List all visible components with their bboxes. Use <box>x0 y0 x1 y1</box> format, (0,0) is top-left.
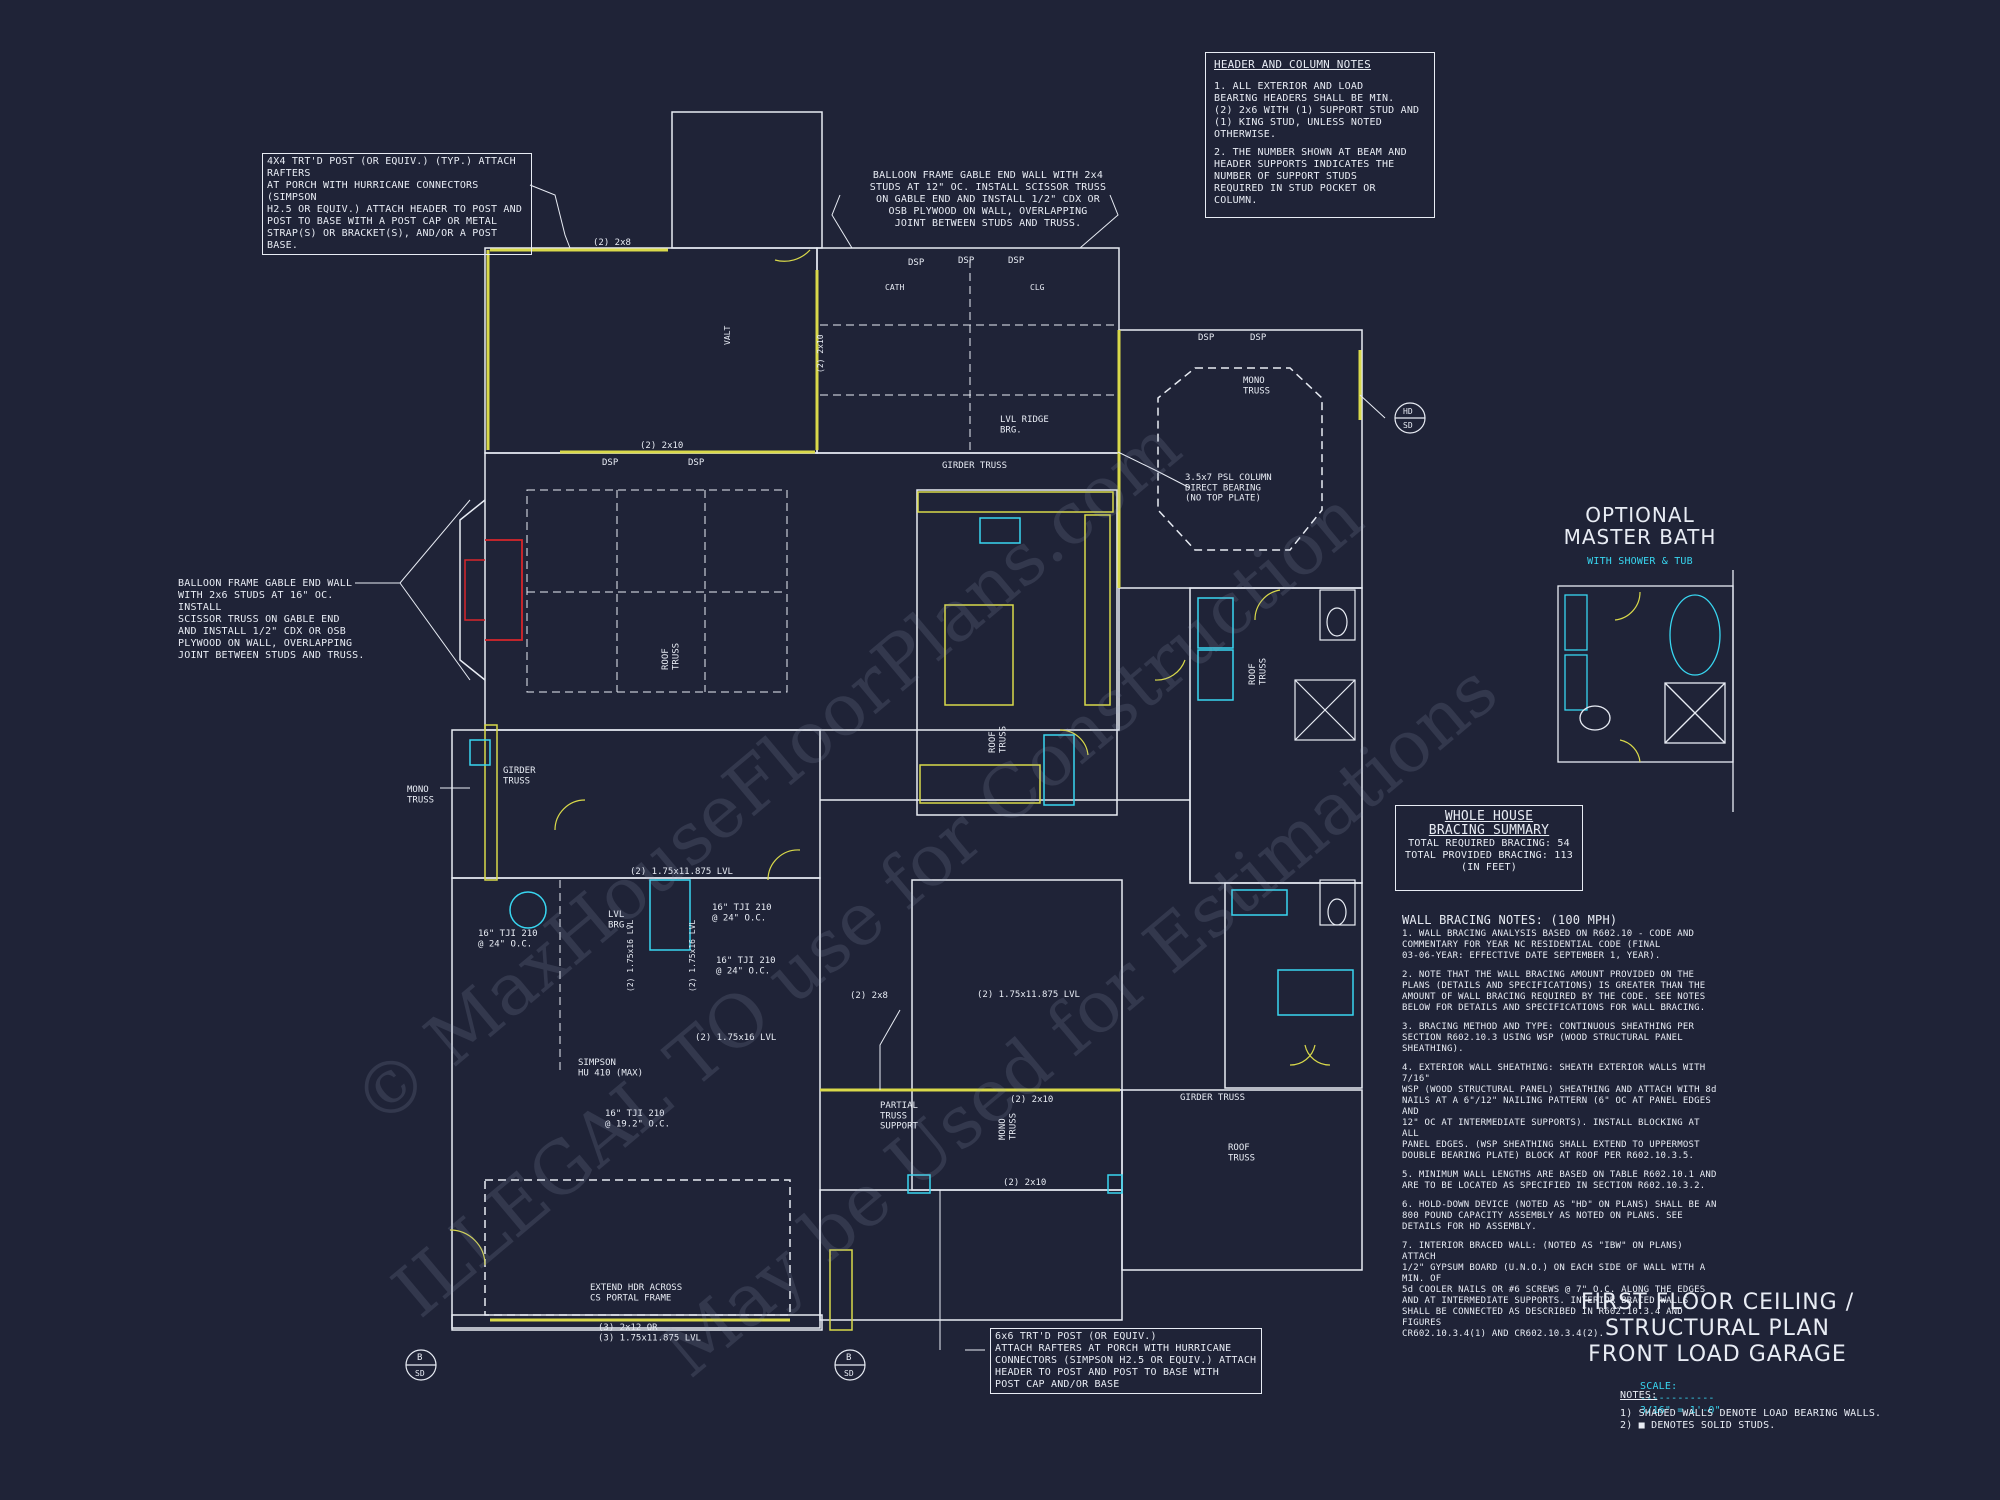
label-2x10-vert: (2) 2x10 <box>816 334 825 373</box>
wall-bracing-note-1: 1. WALL BRACING ANALYSIS BASED ON R602.1… <box>1402 929 1695 961</box>
sheet-title: FIRST FLOOR CEILING / STRUCTURAL PLAN FR… <box>1580 1290 1855 1367</box>
label-sd-hd: SD <box>1403 421 1413 430</box>
label-dsp-2: DSP <box>958 256 975 266</box>
label-lvl-16-v1: (2) 1.75x16 LVL <box>626 920 635 992</box>
label-tji-a2: 16" TJI 210@ 24" O.C. <box>712 903 772 923</box>
wall-bracing-note-4: 4. EXTERIOR WALL SHEATHING: SHEATH EXTER… <box>1402 1063 1717 1161</box>
sheet-note-2: 2) ■ DENOTES SOLID STUDS. <box>1620 1420 1776 1431</box>
label-tji-b: 16" TJI 210@ 19.2" O.C. <box>605 1109 670 1129</box>
label-2x10-b: (2) 2x10 <box>1010 1095 1053 1105</box>
label-clg: CLG <box>1030 283 1045 292</box>
label-hd: HD <box>1403 407 1413 416</box>
optional-bath-title: OPTIONAL MASTER BATH <box>1563 503 1717 549</box>
label-sd-right: SD <box>844 1369 854 1378</box>
label-dsp-3: DSP <box>1008 256 1025 266</box>
callout-porch-post-bottom: 6x6 TRT'D POST (OR EQUIV.) ATTACH RAFTER… <box>990 1328 1262 1394</box>
label-dsp-7: DSP <box>1250 333 1267 343</box>
label-b-left: B <box>417 1353 422 1363</box>
label-dsp-1: DSP <box>908 258 925 268</box>
label-lvl-16-v2: (2) 1.75x16 LVL <box>688 920 697 992</box>
header-column-notes-title: HEADER AND COLUMN NOTES <box>1214 58 1371 71</box>
callout-balloon-frame-top: BALLOON FRAME GABLE END WALL WITH 2x4 ST… <box>869 170 1107 229</box>
sheet-notes: NOTES: 1) SHADED WALLS DENOTE LOAD BEARI… <box>1620 1390 1900 1432</box>
bracing-summary-title: WHOLE HOUSE BRACING SUMMARY <box>1428 809 1550 838</box>
label-lvl-16-a: (2) 1.75x16 LVL <box>695 1033 776 1043</box>
label-2x8-mid: (2) 2x8 <box>850 991 888 1001</box>
label-lvl-1: (2) 1.75x11.875 LVL <box>630 867 733 877</box>
wall-bracing-note-6: 6. HOLD-DOWN DEVICE (NOTED AS "HD" ON PL… <box>1402 1200 1717 1232</box>
wall-bracing-note-5: 5. MINIMUM WALL LENGTHS ARE BASED ON TAB… <box>1402 1170 1717 1191</box>
wall-bracing-note-2: 2. NOTE THAT THE WALL BRACING AMOUNT PRO… <box>1402 970 1706 1013</box>
label-sd-left: SD <box>415 1369 425 1378</box>
label-dsp-4: DSP <box>602 458 619 468</box>
bracing-provided: TOTAL PROVIDED BRACING: 113 <box>1405 850 1573 861</box>
label-roof-truss-kitchen: ROOFTRUSS <box>988 726 1008 753</box>
label-2x10-c: (2) 2x10 <box>1003 1178 1046 1188</box>
callout-porch-post-top: 4X4 TRT'D POST (OR EQUIV.) (TYP.) ATTACH… <box>262 153 532 255</box>
optional-bath-subtitle: WITH SHOWER & TUB <box>1587 556 1693 567</box>
wall-bracing-notes: WALL BRACING NOTES: (100 MPH) 1. WALL BR… <box>1402 913 1722 1340</box>
label-2x8-top: (2) 2x8 <box>593 238 631 248</box>
label-dsp-5: DSP <box>688 458 705 468</box>
wall-bracing-note-3: 3. BRACING METHOD AND TYPE: CONTINUOUS S… <box>1402 1022 1695 1054</box>
sheet-note-1: 1) SHADED WALLS DENOTE LOAD BEARING WALL… <box>1620 1408 1882 1419</box>
header-column-note-1: 1. ALL EXTERIOR AND LOAD BEARING HEADERS… <box>1214 81 1420 140</box>
label-tji-a3: 16" TJI 210@ 24" O.C. <box>716 956 776 976</box>
scale-label: SCALE: <box>1640 1381 1678 1392</box>
label-mono-truss-v: MONOTRUSS <box>998 1113 1018 1140</box>
header-column-note-2: 2. THE NUMBER SHOWN AT BEAM AND HEADER S… <box>1214 147 1407 206</box>
label-girder-truss: GIRDER TRUSS <box>942 461 1007 471</box>
label-dsp-6: DSP <box>1198 333 1215 343</box>
label-girder-truss-b: GIRDER TRUSS <box>1180 1093 1245 1103</box>
wall-bracing-note-7: 7. INTERIOR BRACED WALL: (NOTED AS "IBW"… <box>1402 1241 1706 1339</box>
sheet-scale: SCALE: ------------ 3/16" = 1'-0" <box>1640 1381 1721 1416</box>
label-roof-truss-great: ROOFTRUSS <box>661 643 681 670</box>
label-roof-truss-bath: ROOFTRUSS <box>1248 658 1268 685</box>
label-cath: CATH <box>885 283 904 292</box>
header-column-notes: HEADER AND COLUMN NOTES 1. ALL EXTERIOR … <box>1205 52 1435 218</box>
bracing-summary: WHOLE HOUSE BRACING SUMMARY TOTAL REQUIR… <box>1395 805 1583 891</box>
sheet-notes-title: NOTES: <box>1620 1390 1658 1401</box>
label-lvl-mid: (2) 1.75x11.875 LVL <box>977 990 1080 1000</box>
label-valt: VALT <box>723 326 732 345</box>
label-b-right: B <box>846 1353 851 1363</box>
label-2x10-a: (2) 2x10 <box>640 441 683 451</box>
scale-value: 3/16" = 1'-0" <box>1640 1405 1721 1416</box>
label-tji-a: 16" TJI 210@ 24" O.C. <box>478 929 538 949</box>
wall-bracing-title: WALL BRACING NOTES: (100 MPH) <box>1402 913 1618 927</box>
label-2x12: (3) 2x12 OR(3) 1.75x11.875 LVL <box>598 1323 701 1343</box>
callout-balloon-frame-left: BALLOON FRAME GABLE END WALL WITH 2x6 ST… <box>178 578 365 661</box>
bracing-required: TOTAL REQUIRED BRACING: 54 <box>1408 838 1570 849</box>
bracing-unit: (IN FEET) <box>1461 862 1517 873</box>
